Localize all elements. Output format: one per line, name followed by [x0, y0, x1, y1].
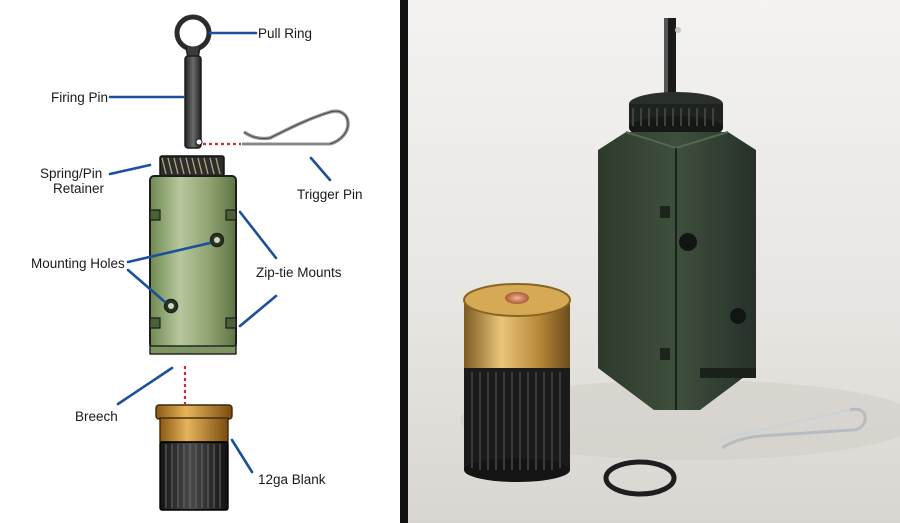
- photo-ring: [603, 459, 677, 497]
- label-12ga-blank: 12ga Blank: [258, 472, 326, 487]
- label-retainer: Retainer: [53, 181, 105, 196]
- label-zip-tie-mounts: Zip-tie Mounts: [256, 265, 342, 280]
- label-spring-pin: Spring/Pin: [40, 166, 102, 181]
- photo-firing-pin: [664, 18, 681, 98]
- photo-shell: [463, 283, 571, 482]
- photo-trigger-pin: [715, 407, 867, 450]
- blank-12ga-part: [155, 404, 233, 511]
- label-mounting-holes: Mounting Holes: [31, 256, 125, 271]
- leader-lines: [108, 31, 332, 474]
- photo-body: [598, 131, 756, 410]
- label-pull-ring: Pull Ring: [258, 26, 312, 41]
- label-trigger-pin: Trigger Pin: [297, 187, 363, 202]
- label-firing-pin: Firing Pin: [51, 90, 108, 105]
- retainer-part: [159, 155, 225, 177]
- label-breech: Breech: [75, 409, 118, 424]
- panel-divider: [400, 0, 408, 523]
- firing-pin-part: [184, 55, 203, 149]
- illustration-panel: Pull Ring Firing Pin Spring/Pin Retainer…: [0, 0, 400, 523]
- photo-panel: [408, 0, 900, 523]
- photo-retainer-cap: [629, 92, 723, 140]
- trigger-pin-part: [242, 109, 350, 146]
- body-part: [149, 175, 237, 355]
